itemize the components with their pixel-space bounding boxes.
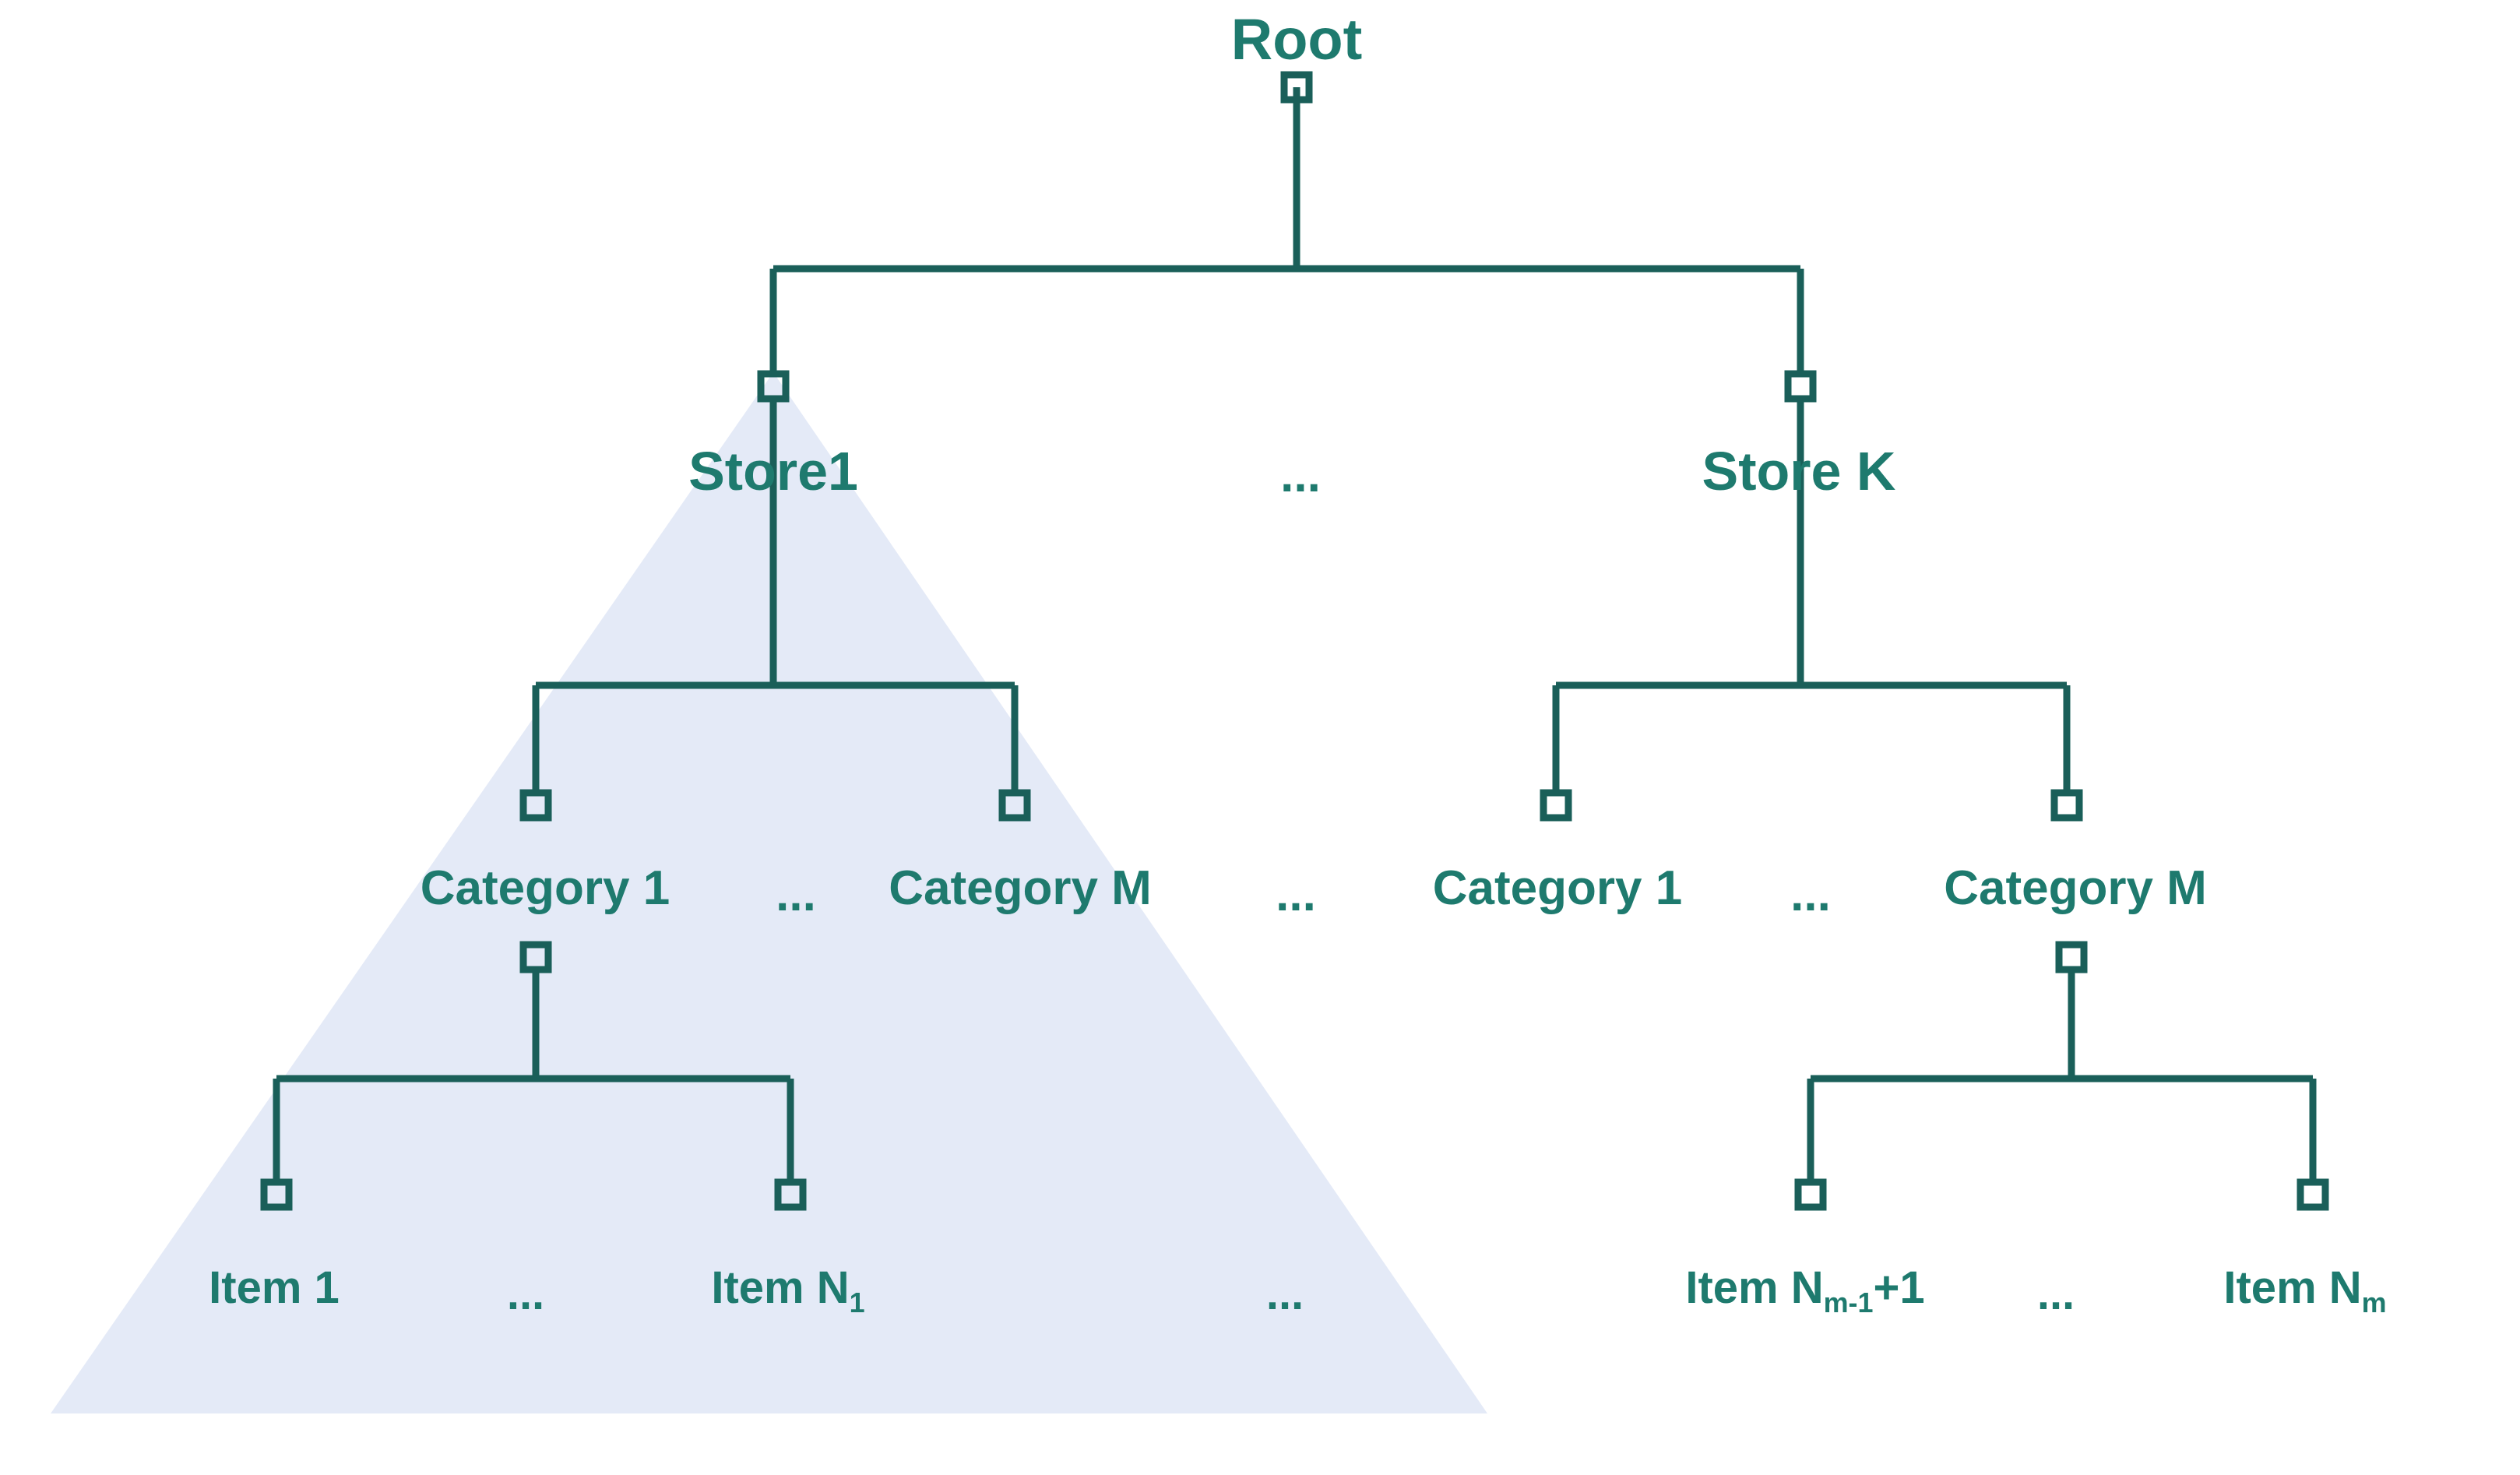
item-nm-prefix: Item N bbox=[2223, 1262, 2362, 1313]
item-nm1-subscript: m-1 bbox=[1823, 1287, 1874, 1319]
node-square-root[interactable] bbox=[1280, 71, 1313, 104]
item-n-left-prefix: Item N bbox=[711, 1262, 850, 1313]
item-nm-subscript: m bbox=[2361, 1287, 2387, 1319]
items-mid-ellipsis: ... bbox=[1265, 1269, 1304, 1319]
node-square-item1-left[interactable] bbox=[260, 1178, 293, 1211]
node-label-itemn-right[interactable]: Item Nm bbox=[2223, 1266, 2386, 1317]
node-label-item1-right[interactable]: Item Nm-1+1 bbox=[1685, 1266, 1924, 1317]
categories-mid-ellipsis: ... bbox=[1276, 868, 1316, 921]
items-right-ellipsis: ... bbox=[2036, 1269, 2075, 1319]
node-label-storek[interactable]: Store K bbox=[1702, 441, 1896, 502]
item-n-left-subscript: 1 bbox=[849, 1287, 865, 1319]
node-square-itemn-left[interactable] bbox=[774, 1178, 807, 1211]
node-square-itemn-right[interactable] bbox=[2297, 1178, 2329, 1211]
node-square-catm-right-child[interactable] bbox=[2055, 941, 2088, 973]
node-label-store1[interactable]: Store1 bbox=[688, 441, 858, 502]
node-label-category1-right[interactable]: Category 1 bbox=[1432, 861, 1683, 915]
node-label-item1-left[interactable]: Item 1 bbox=[209, 1262, 340, 1313]
node-square-catm-left[interactable] bbox=[998, 789, 1031, 822]
node-square-catm-right[interactable] bbox=[2050, 789, 2083, 822]
node-square-storek[interactable] bbox=[1784, 370, 1817, 403]
node-square-cat1-left[interactable] bbox=[519, 789, 552, 822]
categories-right-ellipsis: ... bbox=[1790, 868, 1831, 921]
node-square-item1-right[interactable] bbox=[1794, 1178, 1827, 1211]
node-label-categorym-left[interactable]: Category M bbox=[889, 861, 1152, 915]
categories-left-ellipsis: ... bbox=[776, 868, 816, 921]
items-left-ellipsis: ... bbox=[506, 1269, 545, 1319]
node-label-itemn-left[interactable]: Item N1 bbox=[711, 1266, 864, 1317]
subtree-highlight-triangle bbox=[51, 372, 1487, 1413]
node-square-store1[interactable] bbox=[757, 370, 790, 403]
item-nm1-prefix: Item N bbox=[1685, 1262, 1824, 1313]
item-nm1-suffix: +1 bbox=[1873, 1262, 1925, 1313]
node-label-root[interactable]: Root bbox=[1230, 7, 1363, 72]
node-label-categorym-right[interactable]: Category M bbox=[1944, 861, 2207, 915]
stores-ellipsis: ... bbox=[1280, 449, 1321, 502]
node-square-cat1-left-child[interactable] bbox=[519, 941, 552, 973]
node-label-category1-left[interactable]: Category 1 bbox=[420, 861, 670, 915]
node-square-cat1-right[interactable] bbox=[1540, 789, 1572, 822]
